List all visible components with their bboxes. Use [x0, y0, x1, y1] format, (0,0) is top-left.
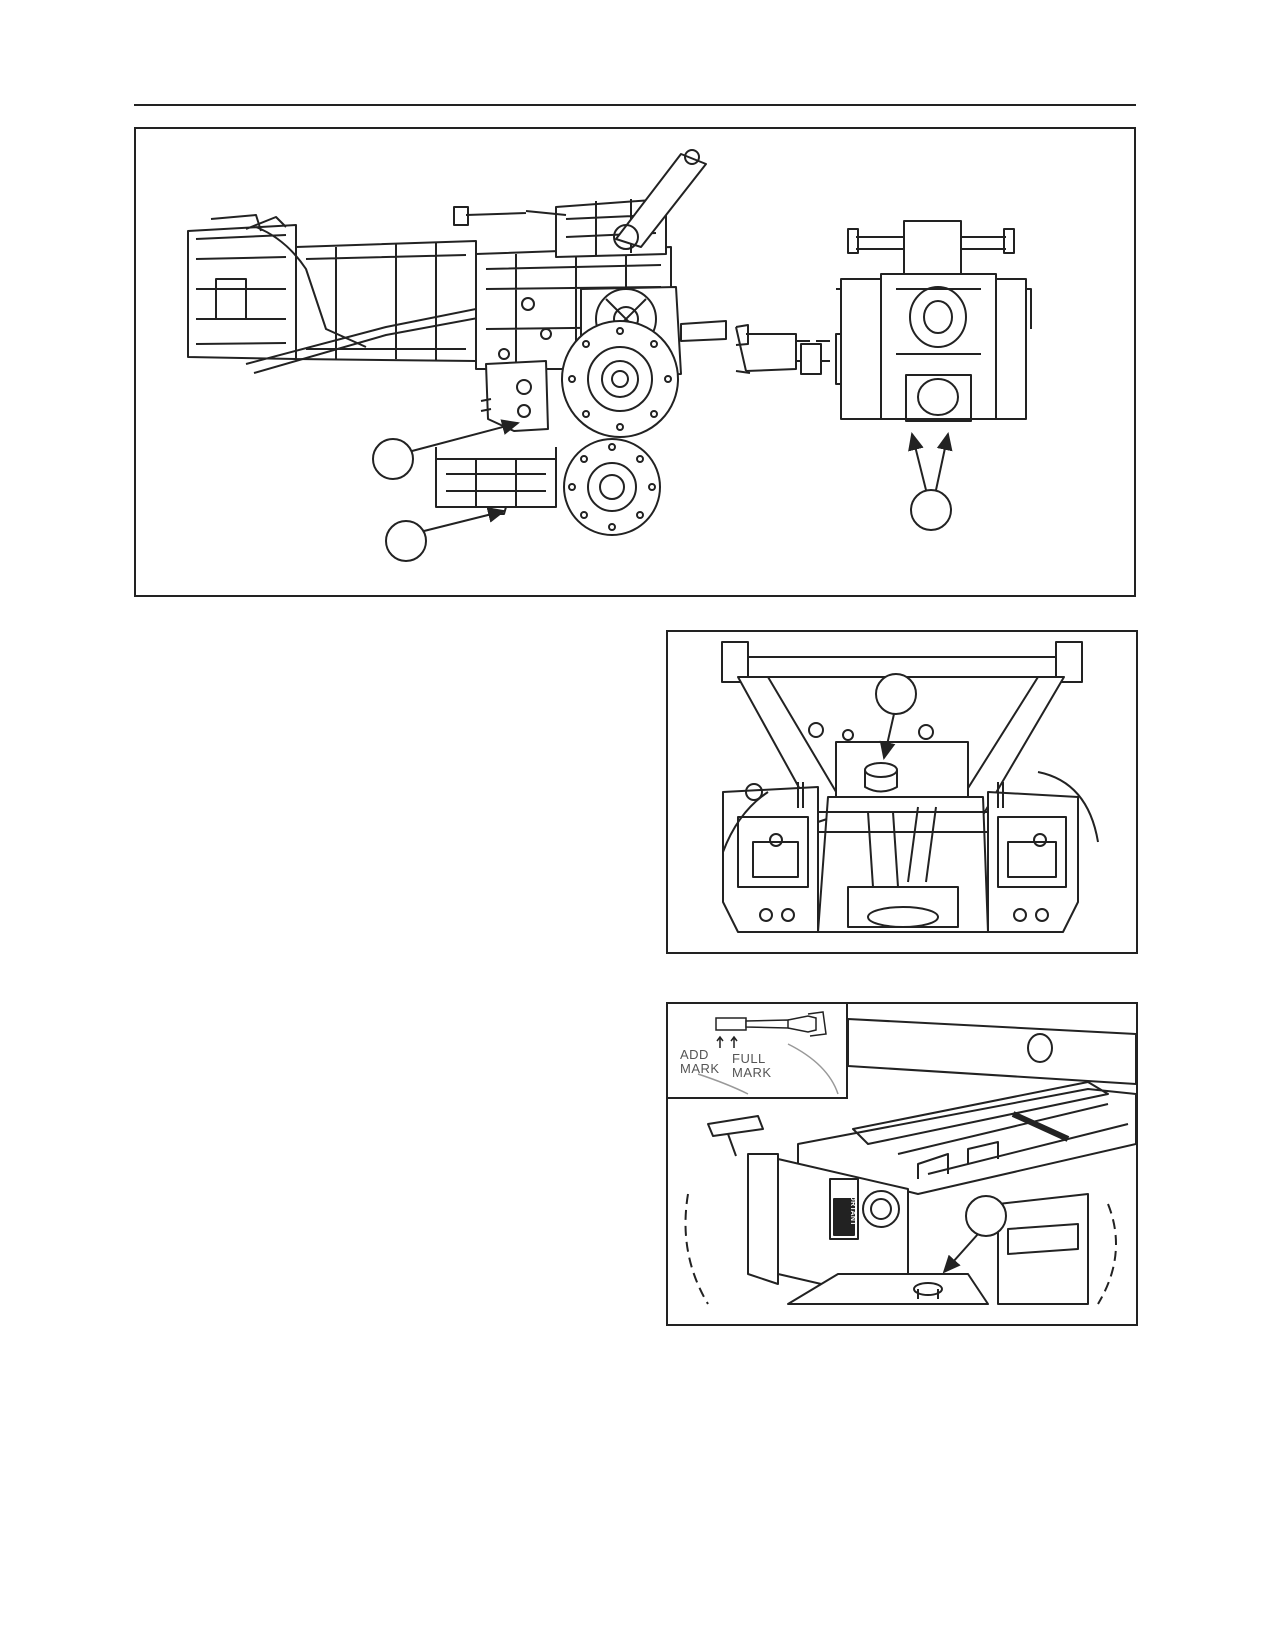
dipstick-diagram	[697, 1011, 839, 1095]
header-rule	[134, 104, 1136, 106]
callout-circle-2	[385, 520, 427, 562]
add-mark-label: ADD MARK	[680, 1047, 720, 1076]
dipstick-area-drawing	[684, 1018, 1136, 1305]
dipstick-inset: ADD MARK FULL MARK	[668, 1004, 848, 1099]
transmission-drawing	[187, 149, 1032, 562]
callout-circle-1	[372, 438, 414, 480]
important-decal-label: IMPORTANT	[849, 1182, 856, 1226]
lift-linkage-illustration	[666, 630, 1138, 954]
callout-circle-3	[910, 489, 952, 531]
callout-circle-4	[875, 673, 917, 715]
dipstick-illustration: IMPORTANT ADD MARK FULL MARK	[666, 1002, 1138, 1326]
callout-circle-5	[965, 1195, 1007, 1237]
lift-linkage-drawing	[721, 641, 1099, 933]
full-mark-label: FULL MARK	[732, 1051, 772, 1080]
transmission-illustration	[134, 127, 1136, 597]
